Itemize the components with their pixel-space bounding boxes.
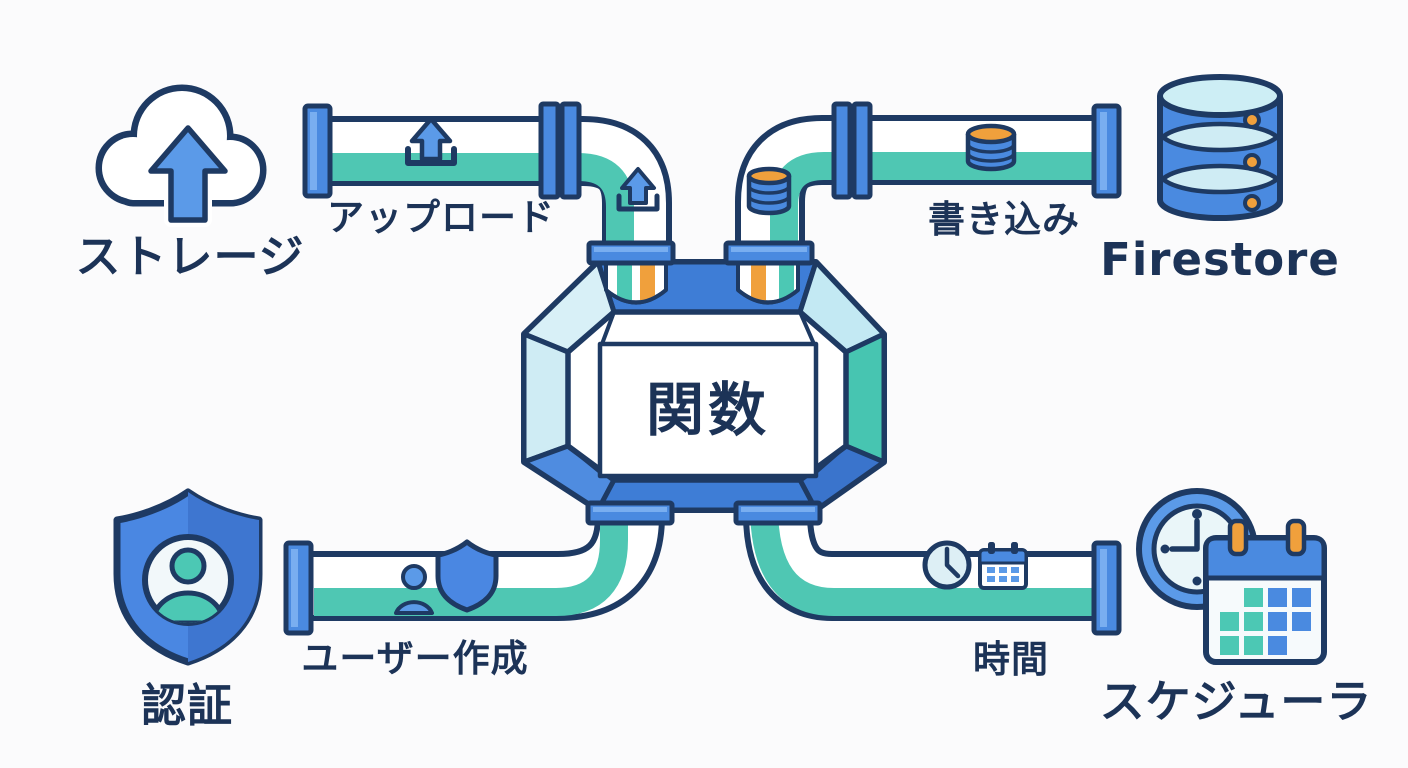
upload-arrow	[148, 125, 228, 223]
pipe-flange	[831, 101, 853, 200]
scheduler-label: スケジューラ	[1099, 675, 1373, 728]
pipe-flange	[538, 101, 561, 200]
functions-machine	[521, 240, 887, 526]
clock-icon	[922, 540, 972, 590]
functions-label: 関数	[645, 376, 771, 444]
shield-icon	[435, 539, 499, 613]
user-icon	[394, 564, 434, 615]
pipe-flange	[302, 103, 333, 199]
clock-calendar-icon	[1136, 488, 1327, 665]
pipe-flange	[559, 101, 582, 200]
database-icon	[746, 166, 792, 216]
storage-label: ストレージ	[75, 230, 305, 283]
calendar-icon	[978, 542, 1028, 590]
pipe-user-create	[283, 506, 665, 636]
pipe-flange	[851, 101, 873, 200]
pipe-flange	[283, 540, 314, 636]
upload-icon	[616, 167, 660, 212]
write-pipe-label: 書き込み	[928, 198, 1080, 241]
user-create-pipe-label: ユーザー作成	[301, 637, 529, 680]
database-icon	[965, 123, 1017, 172]
auth-label: 認証	[140, 679, 234, 732]
firestore-label: Firestore	[1100, 233, 1340, 286]
shield-user-icon	[113, 488, 263, 666]
calendar-icon	[1203, 518, 1327, 665]
pipe-write	[735, 101, 1122, 254]
machine-inlet-left	[604, 260, 668, 305]
machine-inlet-right	[736, 260, 800, 305]
machine-collars	[585, 240, 823, 526]
upload-pipe-label: アップロード	[327, 196, 555, 239]
pipe-upload	[302, 101, 672, 254]
time-pipe-label: 時間	[973, 638, 1049, 681]
calendar-grid	[1220, 588, 1311, 655]
database-stack-icon	[1157, 74, 1283, 221]
upload-icon	[405, 116, 457, 166]
cloud-upload-icon	[95, 84, 267, 227]
